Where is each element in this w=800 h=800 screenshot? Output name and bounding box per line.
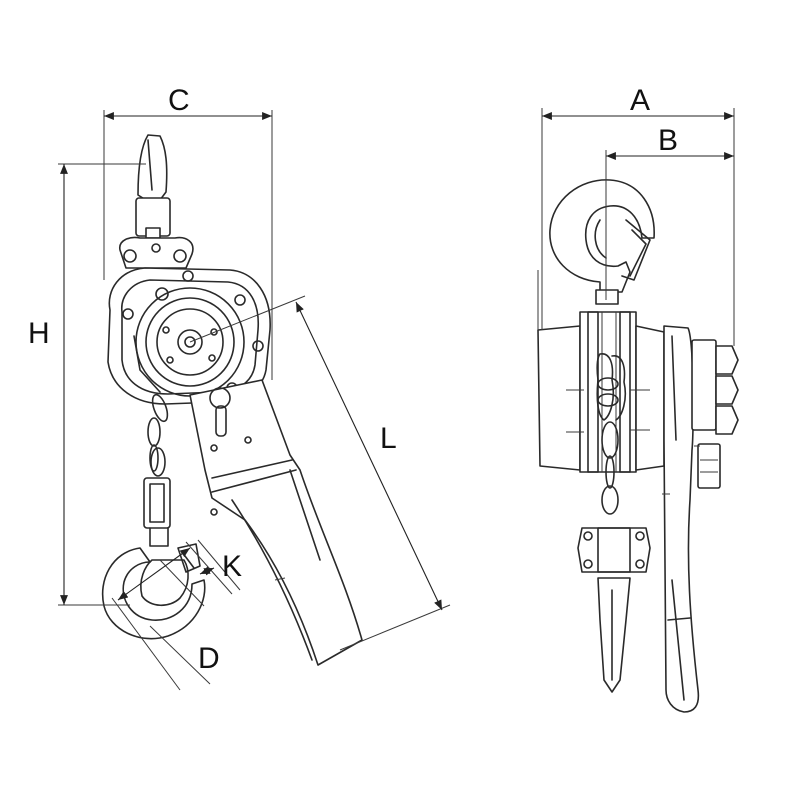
label-l: L (380, 422, 397, 455)
label-c: C (168, 84, 190, 117)
dimension-lines (58, 108, 735, 691)
front-load-chain (147, 393, 169, 477)
front-top-hook (135, 134, 171, 239)
dim-k-ext-b (197, 539, 241, 591)
front-lever-arm (189, 379, 363, 666)
dimension-labels: C H L K D A B (28, 84, 678, 675)
label-d: D (198, 642, 220, 675)
side-top-hook (549, 179, 655, 305)
front-housing (107, 267, 271, 405)
side-lever (662, 325, 739, 713)
side-bottom-hook (597, 577, 631, 693)
dim-l-ext-bottom (339, 604, 451, 651)
dim-d-leader (149, 625, 211, 685)
dim-k-line (199, 566, 215, 576)
side-housing (537, 311, 665, 473)
label-b: B (658, 124, 678, 157)
side-bottom-block (577, 527, 651, 573)
front-top-bracket (119, 236, 194, 269)
dim-d-line (117, 547, 191, 601)
label-k: K (222, 550, 242, 583)
label-a: A (630, 84, 650, 117)
side-view (537, 179, 739, 713)
front-bottom-block (143, 477, 171, 547)
side-load-chain (601, 421, 619, 515)
dim-l-ext-top (189, 295, 306, 343)
front-view (101, 134, 363, 666)
dim-d-ext-left (111, 597, 181, 691)
dim-l-line (295, 301, 443, 611)
label-h: H (28, 317, 50, 350)
